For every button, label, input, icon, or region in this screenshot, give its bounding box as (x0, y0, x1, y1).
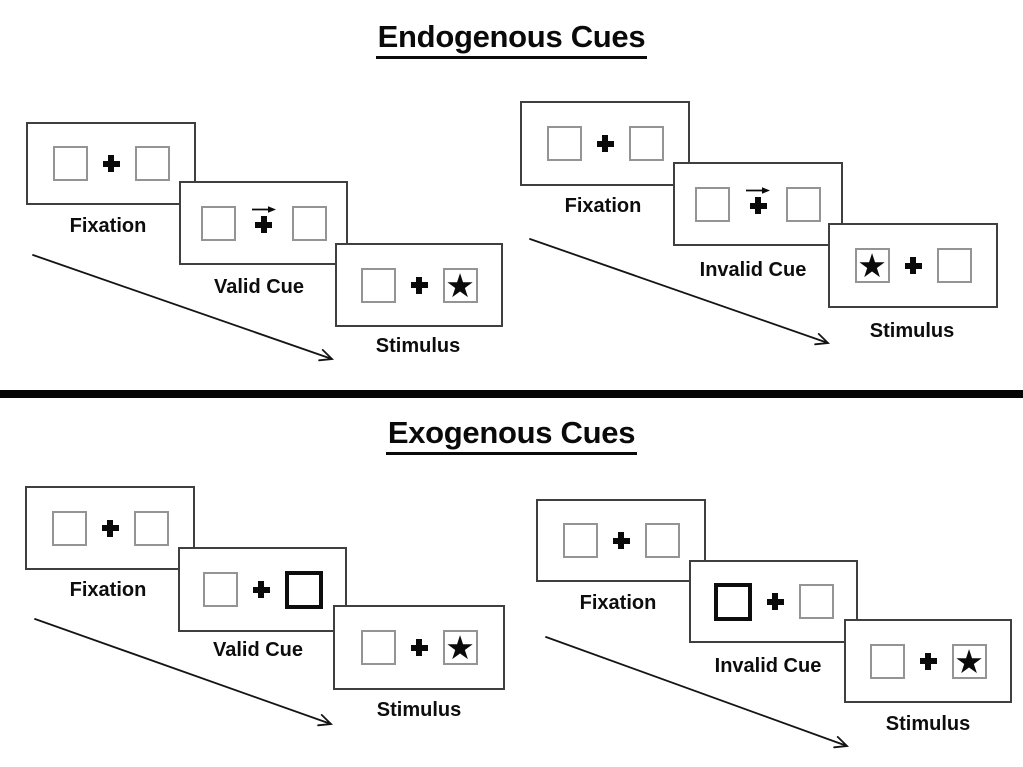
left-placeholder-box (360, 267, 396, 303)
frame-label-fixation: Fixation (579, 592, 657, 614)
frame-label-stimulus: Stimulus (869, 320, 955, 342)
exogenous-invalid-fixation-frame (536, 499, 706, 582)
left-placeholder-box (200, 205, 236, 241)
timeline-arrow-endogenous-invalid (529, 238, 831, 346)
fixation-cross-icon (766, 593, 784, 610)
exogenous-invalid-stimulus-frame: ★ (844, 619, 1012, 703)
frame-label-stimulus: Stimulus (375, 335, 461, 357)
left-placeholder-box (51, 510, 87, 546)
exogenous-valid-cue-frame (178, 547, 347, 632)
left-placeholder-box (546, 126, 582, 161)
exogenous-valid-stimulus-frame: ★ (333, 605, 505, 690)
central-cue (745, 186, 771, 222)
right-placeholder-box (628, 126, 664, 161)
frame-label-invalid-cue: Invalid Cue (714, 655, 822, 677)
star-target-icon: ★ (951, 643, 987, 679)
left-placeholder-box (695, 186, 730, 222)
right-placeholder-box (291, 205, 327, 241)
exogenous-invalid-cue-frame (689, 560, 858, 643)
timeline-arrow-endogenous-valid (32, 254, 335, 362)
fixation-cross-icon (596, 135, 614, 152)
fixation-cross-icon (612, 532, 630, 549)
section-divider (0, 390, 1023, 398)
star-target-icon: ★ (442, 267, 478, 303)
fixation-cross-icon (919, 652, 937, 670)
star-target-icon: ★ (854, 248, 890, 283)
fixation-cross-icon (252, 581, 270, 598)
fixation-cross-icon (410, 276, 428, 294)
endogenous-valid-cue-frame (179, 181, 348, 265)
frame-label-stimulus: Stimulus (376, 699, 462, 721)
left-placeholder-box (52, 146, 88, 181)
central-cue (251, 205, 277, 241)
endogenous-title-text: Endogenous Cues (375, 20, 648, 59)
left-placeholder-box (869, 643, 905, 679)
right-placeholder-box (936, 248, 972, 283)
frame-label-valid-cue: Valid Cue (213, 276, 305, 298)
right-placeholder-box (798, 584, 834, 619)
right-placeholder-box (134, 146, 170, 181)
endogenous-valid-stimulus-frame: ★ (335, 243, 503, 327)
frame-label-invalid-cue: Invalid Cue (699, 259, 807, 281)
exogenous-title-text: Exogenous Cues (385, 416, 638, 455)
frame-label-stimulus: Stimulus (885, 713, 971, 735)
endogenous-invalid-fixation-frame (520, 101, 690, 186)
frame-label-fixation: Fixation (69, 215, 147, 237)
endogenous-invalid-cue-frame (673, 162, 843, 246)
right-arrow-cue-icon (746, 187, 770, 194)
left-placeholder-box (360, 630, 396, 665)
frame-label-fixation: Fixation (564, 195, 642, 217)
thick-box-cue-icon (284, 570, 323, 609)
fixation-cross-icon (749, 197, 767, 214)
endogenous-section-title: Endogenous Cues (0, 20, 1023, 59)
exogenous-valid-fixation-frame (25, 486, 195, 570)
fixation-cross-icon (904, 257, 922, 274)
frame-label-valid-cue: Valid Cue (212, 639, 304, 661)
left-placeholder-box (202, 572, 238, 607)
fixation-cross-icon (101, 519, 119, 537)
endogenous-invalid-stimulus-frame: ★ (828, 223, 998, 308)
left-placeholder-box (562, 523, 598, 558)
timeline-arrow-exogenous-valid (34, 618, 334, 727)
star-target-icon: ★ (442, 630, 478, 665)
endogenous-valid-fixation-frame (26, 122, 196, 205)
exogenous-section-title: Exogenous Cues (0, 416, 1023, 455)
timeline-arrow-exogenous-invalid (545, 636, 850, 749)
right-placeholder-box (133, 510, 169, 546)
fixation-cross-icon (410, 639, 428, 656)
thick-box-cue-icon (713, 582, 752, 621)
right-placeholder-box (786, 186, 821, 222)
fixation-cross-icon (102, 155, 120, 172)
right-arrow-cue-icon (251, 206, 276, 213)
fixation-cross-icon (255, 216, 272, 233)
frame-label-fixation: Fixation (69, 579, 147, 601)
right-placeholder-box (644, 523, 680, 558)
